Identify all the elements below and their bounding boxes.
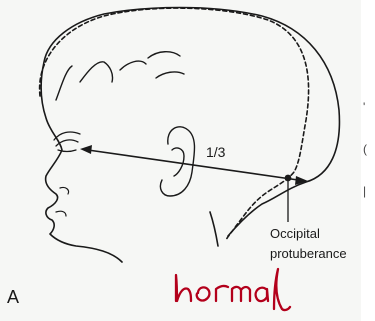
margin-tick: ' [363, 100, 365, 114]
handwritten-word-normal [176, 269, 290, 310]
handwritten-annotation: normal [172, 265, 292, 317]
dashed-head-contour [40, 8, 309, 240]
margin-tick: | [363, 184, 366, 198]
measurement-arrow-line [88, 150, 298, 180]
panel-letter: A [7, 287, 19, 308]
margin-tick: ( [363, 142, 367, 156]
head-outline [41, 8, 339, 263]
nose-mouth [56, 187, 69, 216]
protuberance-label: protuberance [270, 246, 347, 261]
arrowhead-left [80, 145, 92, 154]
hair-strands [56, 52, 184, 100]
ratio-label: 1/3 [206, 144, 225, 160]
occipital-label: Occipital [270, 226, 320, 241]
